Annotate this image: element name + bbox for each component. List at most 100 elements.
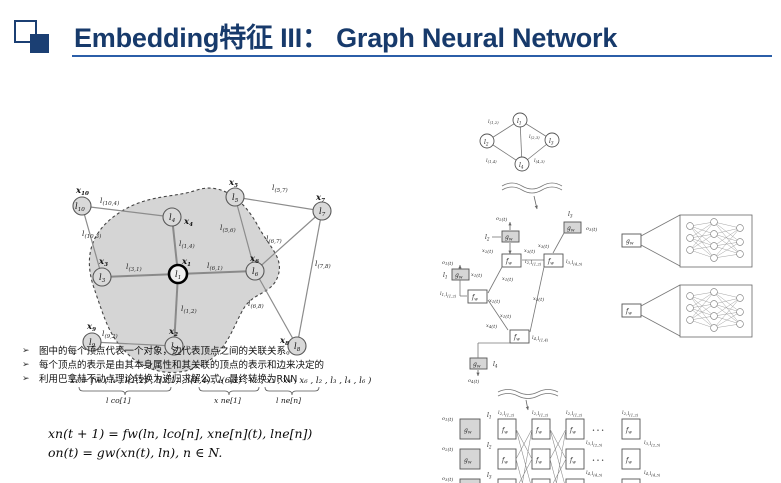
svg-text:fw: fw xyxy=(535,457,542,465)
svg-text:fw: fw xyxy=(501,457,508,465)
svg-text:l(6,8): l(6,8) xyxy=(248,299,264,310)
svg-text:l4,l(1,4): l4,l(1,4) xyxy=(532,335,549,342)
svg-text:l1: l1 xyxy=(517,118,522,126)
svg-text:x4: x4 xyxy=(183,217,193,228)
svg-text:l(1,4): l(1,4) xyxy=(179,239,195,250)
graph-edges xyxy=(81,196,323,347)
bullet-text-3: 利用巴拿赫不动点理论转换为递归求解公式，最终转换为RNN xyxy=(39,374,298,386)
svg-text:l3: l3 xyxy=(487,472,492,480)
svg-text:l(1,2): l(1,2) xyxy=(488,119,499,125)
svg-text:x3(t): x3(t) xyxy=(538,243,549,250)
svg-text:fw: fw xyxy=(569,427,576,435)
svg-text:l2,l(1,2): l2,l(1,2) xyxy=(566,410,583,417)
svg-text:l(2,3): l(2,3) xyxy=(529,134,540,140)
svg-text:gw: gw xyxy=(567,225,575,233)
svg-text:x3(t): x3(t) xyxy=(533,296,544,303)
svg-text:l2,l(1,2): l2,l(1,2) xyxy=(498,410,515,417)
svg-text:l(6,7): l(6,7) xyxy=(266,234,282,245)
equation-line-1: xn(t + 1) = fw(ln, lco[n], xne[n](t), ln… xyxy=(48,426,313,441)
bullet-arrow-icon: ➢ xyxy=(22,346,30,356)
svg-text:l4,l(4,3): l4,l(4,3) xyxy=(586,470,603,477)
title-underline xyxy=(72,55,772,57)
svg-text:l2: l2 xyxy=(171,342,178,353)
svg-text:fw: fw xyxy=(513,334,520,342)
list-item: ➢ 每个顶点的表示是由其本身属性和其关联的顶点的表示和边来决定的 xyxy=(22,359,400,372)
graph-state-labels: x10 x4 x3 x1 x2 x9 x5 x6 x7 x8 xyxy=(75,178,325,347)
encoding-network: o2(t) gw l2 fw x2(t) l2,l(1,2) o1(t) gw … xyxy=(440,211,597,385)
svg-text:o1(t): o1(t) xyxy=(442,416,453,423)
caption-equation: x₁ = fw ( l₁ , l(1,2) , l(3,1) , l(1,4) … xyxy=(70,375,371,386)
svg-text:fw: fw xyxy=(569,457,576,465)
svg-text:o3(t): o3(t) xyxy=(586,226,597,233)
svg-text:o1(t): o1(t) xyxy=(442,260,453,267)
graph-node-labels: l10 l4 l3 l1 l2 l9 l5 l6 l7 l8 xyxy=(75,193,326,353)
svg-text:l1: l1 xyxy=(487,412,492,420)
svg-text:fw: fw xyxy=(501,427,508,435)
svg-text:x2: x2 xyxy=(168,327,178,338)
right-gnn-panel: .rn{fill:#ffffff;stroke:#555;stroke-widt… xyxy=(440,82,775,483)
svg-text:l(3,1): l(3,1) xyxy=(126,262,142,273)
svg-text:gw: gw xyxy=(464,457,472,465)
svg-text:l2,l(1,2): l2,l(1,2) xyxy=(525,259,542,266)
unfolded-row: o1(t) gw l1 fw fw fw • • • fw l2,l(1,2) … xyxy=(442,410,641,440)
svg-text:l3: l3 xyxy=(568,211,573,219)
svg-text:l(5,7): l(5,7) xyxy=(272,183,288,194)
expanded-nn-blocks: gw fw xyxy=(621,214,753,338)
svg-text:gw: gw xyxy=(505,234,513,242)
svg-text:l(1,4): l(1,4) xyxy=(486,158,497,164)
svg-text:l(10,3): l(10,3) xyxy=(82,229,101,240)
svg-text:• • •: • • • xyxy=(592,458,604,464)
svg-text:l4: l4 xyxy=(169,213,176,224)
svg-text:l1,l(1,2): l1,l(1,2) xyxy=(440,291,457,298)
svg-text:o2(t): o2(t) xyxy=(442,446,453,453)
svg-text:l(9,2): l(9,2) xyxy=(102,329,118,340)
left-graph-panel: .nd{fill:#d9d9d9;stroke:#5a5a5a;stroke-w… xyxy=(22,78,422,473)
svg-text:l4,l(4,3): l4,l(4,3) xyxy=(644,470,661,477)
svg-text:l2,l(1,2): l2,l(1,2) xyxy=(622,410,639,417)
svg-text:gw: gw xyxy=(464,427,472,435)
svg-text:l3,l(2,3): l3,l(2,3) xyxy=(586,440,603,447)
caption-brace-label-3: l ne[n] xyxy=(276,396,301,405)
bullet-text-2: 每个顶点的表示是由其本身属性和其关联的顶点的表示和边来决定的 xyxy=(39,360,325,372)
top-graph: l1 l2 l3 l4 l(1,2) l(2,3) l(1,4) l(4,3) xyxy=(479,112,560,172)
svg-text:l10: l10 xyxy=(75,202,85,213)
gnn-unfolding-figure: .rn{fill:#ffffff;stroke:#555;stroke-widt… xyxy=(440,112,753,483)
svg-text:l4: l4 xyxy=(493,361,498,369)
bullet-text-1: 图中的每个顶点代表一个对象，边代表顶点之间的关联关系。 xyxy=(39,346,296,357)
logo-filled-square xyxy=(30,34,49,53)
svg-text:x1: x1 xyxy=(181,257,191,268)
figure-caption: x₁ = fw ( l₁ , l(1,2) , l(3,1) , l(1,4) … xyxy=(70,375,371,405)
svg-text:fw: fw xyxy=(471,294,478,302)
caption-brace-label-2: x ne[1] xyxy=(214,396,241,405)
bullet-arrow-icon: ➢ xyxy=(22,360,30,371)
svg-text:fw: fw xyxy=(547,258,554,266)
graph-edge-labels: l(10,4) l(10,3) l(1,4) l(3,1) l(6,1) l(1… xyxy=(82,183,331,340)
svg-text:l9: l9 xyxy=(89,338,96,349)
svg-text:fw: fw xyxy=(535,427,542,435)
svg-text:l8: l8 xyxy=(294,342,301,353)
page-title: Embedding特征 III： Graph Neural Network xyxy=(74,23,618,53)
svg-text:gw: gw xyxy=(626,238,634,246)
unfolded-network: o1(t) gw l1 fw fw fw • • • fw l2,l(1,2) … xyxy=(442,410,661,483)
squiggle-divider-2 xyxy=(497,389,559,411)
svg-text:fw: fw xyxy=(625,427,632,435)
svg-text:l3,l(4,3): l3,l(4,3) xyxy=(566,259,583,266)
svg-text:x3: x3 xyxy=(98,257,108,268)
equation-line-2: on(t) = gw(xn(t), ln), n ∈ N. xyxy=(48,445,223,460)
svg-text:• • •: • • • xyxy=(592,428,604,434)
svg-text:l3: l3 xyxy=(549,138,554,146)
svg-text:l(1,2): l(1,2) xyxy=(181,304,197,315)
svg-text:x5: x5 xyxy=(228,178,238,189)
svg-text:l2: l2 xyxy=(485,234,490,242)
svg-text:l7: l7 xyxy=(319,207,326,218)
equation-block: xn(t + 1) = fw(ln, lco[n], xne[n](t), ln… xyxy=(48,424,388,462)
caption-brace-label-1: l co[1] xyxy=(106,396,130,405)
graph-nodes xyxy=(72,187,332,356)
svg-text:x7: x7 xyxy=(315,193,325,204)
svg-text:x1(t): x1(t) xyxy=(502,276,513,283)
svg-text:x3(t): x3(t) xyxy=(524,248,535,255)
bullet-arrow-icon: ➢ xyxy=(22,374,30,385)
svg-text:fw: fw xyxy=(505,258,512,266)
svg-text:x4(t): x4(t) xyxy=(486,323,497,330)
svg-text:x9: x9 xyxy=(86,322,96,333)
